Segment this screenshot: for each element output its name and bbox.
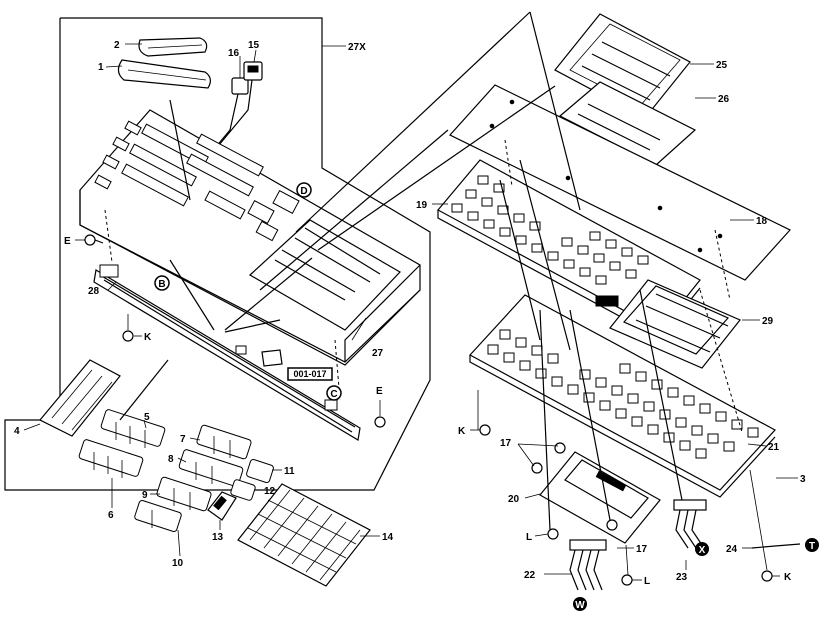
ribbon-cable-23 <box>673 499 707 549</box>
callout-28: 28 <box>88 286 100 297</box>
callout-labels: 2 1 15 16 27X 25 26 19 18 E 28 K 27 29 4… <box>14 40 806 587</box>
keycap-12 <box>230 479 256 501</box>
keycap-11 <box>246 459 274 483</box>
callout-k-3: K <box>784 572 792 583</box>
callout-5: 5 <box>144 412 150 423</box>
display-board-20 <box>539 451 661 544</box>
ref-marker-d: D <box>296 182 312 198</box>
front-panel-27 <box>79 109 421 401</box>
callout-24: 24 <box>726 544 738 555</box>
ref-marker-b: B <box>154 275 170 291</box>
cable-24 <box>751 543 801 549</box>
callout-17-a: 17 <box>500 438 512 449</box>
cap-part-1 <box>117 59 211 89</box>
keycap-row-5 <box>100 409 166 448</box>
callout-16: 16 <box>228 48 240 59</box>
callout-20: 20 <box>508 494 520 505</box>
assembly-boundary <box>4 17 431 491</box>
svg-text:D: D <box>300 186 307 197</box>
callout-23: 23 <box>676 572 688 583</box>
callout-25: 25 <box>716 60 728 71</box>
keycap-row-9 <box>156 476 212 512</box>
ref-marker-c: C <box>326 385 342 401</box>
part-number-box: 001-017 <box>261 349 333 381</box>
keycap-13 <box>207 491 237 521</box>
callout-22: 22 <box>524 570 536 581</box>
svg-text:C: C <box>330 389 337 400</box>
callout-1: 1 <box>98 62 104 73</box>
keycap-row-10 <box>134 499 182 533</box>
svg-text:B: B <box>158 279 165 290</box>
ref-marker-w: W <box>573 597 587 611</box>
screw-e-1 <box>84 234 104 246</box>
keycap-row-7 <box>196 424 252 460</box>
callout-e-2: E <box>376 386 383 397</box>
callout-k-2: K <box>458 426 466 437</box>
callout-12: 12 <box>264 486 276 497</box>
screw-k-3 <box>761 570 773 582</box>
keycap-row-8 <box>178 449 244 487</box>
keycap-row-6 <box>78 439 144 478</box>
screw-17-c <box>606 519 618 531</box>
leader-lines <box>23 43 798 581</box>
circuit-board-19 <box>437 159 701 339</box>
screw-l-2 <box>621 574 633 586</box>
callout-7: 7 <box>180 434 186 445</box>
bottom-rail-28 <box>93 264 361 441</box>
svg-text:X: X <box>699 545 706 556</box>
screw-k-2 <box>479 424 491 436</box>
callout-27x: 27X <box>348 42 366 53</box>
callout-21: 21 <box>768 442 780 453</box>
screw-k-1 <box>122 314 134 342</box>
callout-18: 18 <box>756 216 768 227</box>
callout-3: 3 <box>800 474 806 485</box>
keycap-block-4 <box>39 359 121 437</box>
screw-17-a <box>531 462 543 474</box>
callout-17-b: 17 <box>636 544 648 555</box>
ref-marker-t: T <box>805 538 819 552</box>
ref-marker-x: X <box>695 542 709 556</box>
keycap-panel-26 <box>558 81 697 166</box>
callout-l-1: L <box>526 532 532 543</box>
screw-e-2 <box>374 400 386 428</box>
callout-13: 13 <box>212 532 224 543</box>
callout-8: 8 <box>168 454 174 465</box>
callout-9: 9 <box>142 490 148 501</box>
callout-l-2: L <box>644 576 650 587</box>
callout-10: 10 <box>172 558 184 569</box>
screw-17-b <box>554 442 566 454</box>
callout-26: 26 <box>718 94 730 105</box>
callout-6: 6 <box>108 510 114 521</box>
switch-cap-15 <box>243 61 263 81</box>
callout-11: 11 <box>284 466 295 477</box>
explosion-lines <box>119 11 768 576</box>
screw-l-1 <box>547 528 559 540</box>
callout-15: 15 <box>248 40 260 51</box>
insulator-sheet-18 <box>449 84 791 281</box>
cap-part-2 <box>138 37 208 57</box>
svg-text:001-017: 001-017 <box>293 369 326 379</box>
svg-text:W: W <box>575 600 585 611</box>
callout-4: 4 <box>14 426 20 437</box>
main-board-21 <box>469 294 776 498</box>
callout-14: 14 <box>382 532 394 543</box>
svg-text:T: T <box>809 541 815 552</box>
keycap-grid-14 <box>237 483 371 587</box>
ribbon-cable-22 <box>569 539 607 591</box>
callout-e-1: E <box>64 236 71 247</box>
callout-29: 29 <box>762 316 774 327</box>
callout-19: 19 <box>416 200 428 211</box>
callout-27: 27 <box>372 348 384 359</box>
callout-2: 2 <box>114 40 120 51</box>
callout-k-1: K <box>144 332 152 343</box>
